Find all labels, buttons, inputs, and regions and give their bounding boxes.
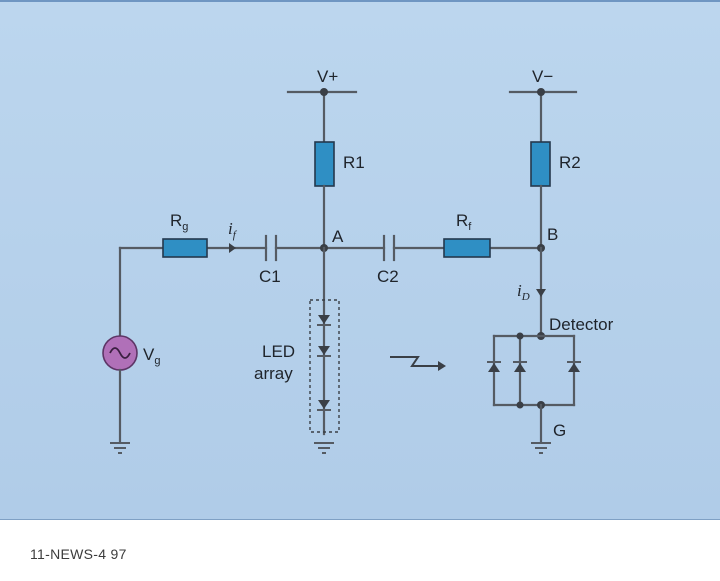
label-node-a: A xyxy=(332,227,344,246)
current-arrow-if xyxy=(229,243,236,253)
label-id: iD xyxy=(517,281,530,303)
label-v-plus: V+ xyxy=(317,67,338,86)
photodiode-2-icon xyxy=(513,361,527,372)
resistor-r1 xyxy=(314,141,335,187)
label-if: if xyxy=(228,219,238,241)
ground-icon-led xyxy=(314,442,334,454)
led-diode-2-icon xyxy=(317,346,331,357)
resistor-r2 xyxy=(530,141,551,187)
circuit-diagram: V+ V− R1 R2 Rg Rf if iD C1 C2 A B Vg LED… xyxy=(102,67,614,454)
label-c2: C2 xyxy=(377,267,399,286)
vplus-rail xyxy=(286,88,358,144)
label-node-b: B xyxy=(547,225,558,244)
label-rf: Rf xyxy=(456,211,472,233)
photodiode-1-icon xyxy=(487,361,501,372)
ground-icon-detector xyxy=(531,442,551,454)
vminus-rail xyxy=(508,88,578,144)
resistor-rg xyxy=(162,238,208,258)
capacitor-c1 xyxy=(264,234,278,262)
led-diode-1-icon xyxy=(317,315,331,326)
label-led: LED xyxy=(262,342,295,361)
ground-icon-source xyxy=(110,442,130,454)
label-r2: R2 xyxy=(559,153,581,172)
ac-source-icon xyxy=(102,335,138,371)
resistor-rf xyxy=(443,238,491,258)
led-array-box xyxy=(309,299,340,433)
photodiode-3-icon xyxy=(567,361,581,372)
label-c1: C1 xyxy=(259,267,281,286)
label-r1: R1 xyxy=(343,153,365,172)
label-v-minus: V− xyxy=(532,67,553,86)
optical-coupling-arrow-icon xyxy=(390,356,446,371)
label-detector: Detector xyxy=(549,315,614,334)
label-ground-g: G xyxy=(553,421,566,440)
capacitor-c2 xyxy=(382,234,396,262)
label-vg: Vg xyxy=(143,345,160,367)
label-array: array xyxy=(254,364,293,383)
detector-network xyxy=(492,332,576,409)
diagram-panel: V+ V− R1 R2 Rg Rf if iD C1 C2 A B Vg LED… xyxy=(0,0,720,520)
label-rg: Rg xyxy=(170,211,188,233)
figure-caption: 11-NEWS-4 97 xyxy=(30,546,127,562)
led-diode-3-icon xyxy=(317,400,331,411)
current-arrow-id xyxy=(536,289,546,297)
